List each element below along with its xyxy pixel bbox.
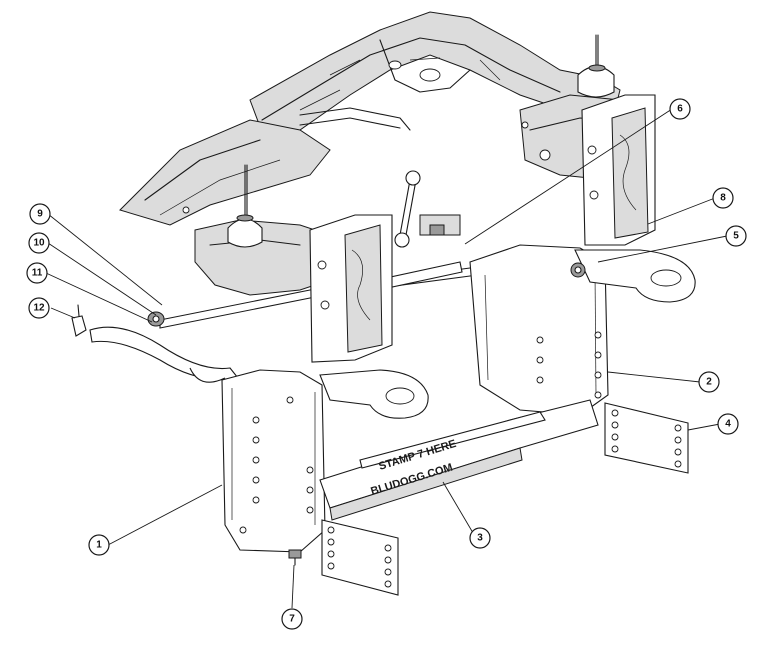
bushing-10-11 (147, 311, 165, 327)
left-body-mount (227, 164, 263, 248)
callout-10: 10 (28, 232, 50, 254)
fastener-6 (429, 224, 445, 236)
callout-5: 5 (725, 225, 747, 247)
callout-9: 9 (29, 203, 51, 225)
right-hitch-plate (604, 402, 689, 474)
callout-3-label: 3 (477, 533, 483, 544)
callout-4-label: 4 (725, 419, 731, 430)
callout-7-label: 7 (289, 614, 295, 625)
fastener-5 (570, 262, 586, 278)
right-body-mount (577, 34, 615, 98)
callout-11: 11 (26, 262, 48, 284)
crossbar-tube: BLUDOGG.COM STAMP 7 HERE (319, 399, 599, 521)
callout-1-label: 1 (96, 540, 102, 551)
callout-9-label: 9 (37, 209, 43, 220)
callout-6-label: 6 (677, 104, 683, 115)
callout-1: 1 (88, 534, 110, 556)
callout-7: 7 (281, 608, 303, 630)
leader-lines (45, 108, 728, 609)
callout-8: 8 (712, 187, 734, 209)
callout-8-label: 8 (720, 193, 726, 204)
left-bracket (221, 369, 326, 553)
sway-bar (89, 326, 240, 383)
ball-joint-12 (71, 304, 87, 337)
steering-link (394, 170, 461, 248)
callout-5-label: 5 (733, 231, 739, 242)
callout-10-label: 10 (33, 238, 45, 249)
callout-4: 4 (717, 413, 739, 435)
right-bracket (469, 244, 609, 416)
left-hitch-plate (321, 519, 399, 596)
callout-2: 2 (698, 371, 720, 393)
callout-6: 6 (669, 98, 691, 120)
left-frame-bracket (309, 214, 393, 363)
callout-12: 12 (28, 297, 50, 319)
callout-2-label: 2 (706, 377, 712, 388)
callout-12-label: 12 (33, 303, 45, 314)
right-frame-bracket (581, 94, 656, 246)
left-tow-hook (319, 369, 429, 419)
callout-11-label: 11 (32, 268, 43, 279)
right-tow-hook (574, 249, 696, 303)
callout-3: 3 (469, 527, 491, 549)
bolt-7 (288, 549, 302, 566)
